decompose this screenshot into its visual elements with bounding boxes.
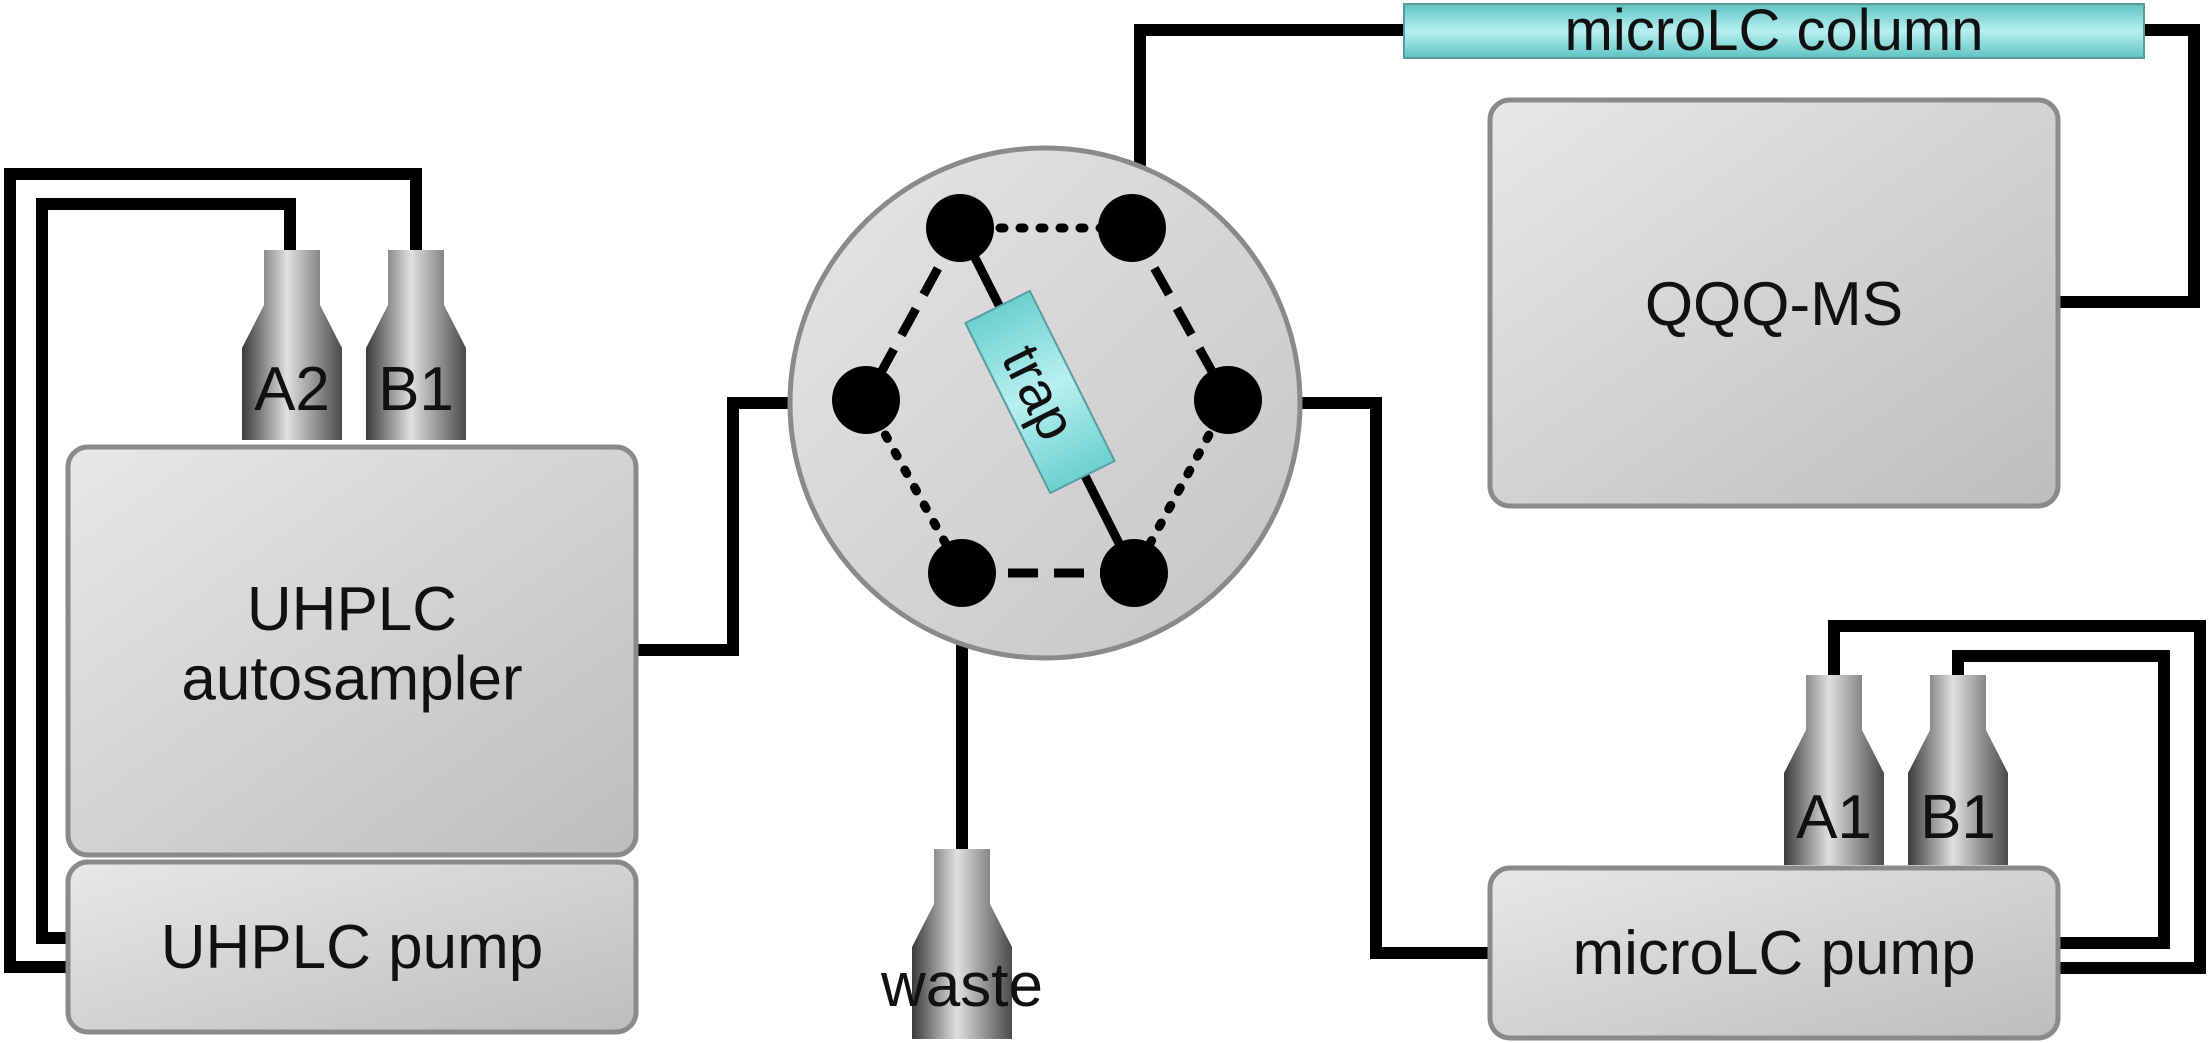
valve-port-3 xyxy=(1194,366,1262,434)
microlc-column-label: microLC column xyxy=(1565,0,1984,63)
bottle-waste: waste xyxy=(880,849,1043,1039)
trap-column: trap xyxy=(964,289,1116,495)
microlc-column: microLC column xyxy=(1403,0,2145,63)
qqq-ms: QQQ-MS xyxy=(1487,97,2061,509)
valve-port-5 xyxy=(928,539,996,607)
bottle-a1-label: A1 xyxy=(1796,783,1872,852)
bottle-waste-label: waste xyxy=(880,951,1043,1020)
bottle-a2-label: A2 xyxy=(254,355,330,424)
tube-b1-to-uhplc-pump-outer xyxy=(4,168,422,973)
tube-valve-to-column xyxy=(1134,24,1406,224)
microlc-pump: microLC pump xyxy=(1487,865,2061,1041)
bottle-b1-right-label: B1 xyxy=(1920,783,1996,852)
bottle-a2: A2 xyxy=(242,250,342,440)
tube-column-to-qqq xyxy=(2058,24,2200,308)
tube-b1-to-microlc-pump-inner xyxy=(1952,650,2170,949)
valve-ports xyxy=(832,194,1262,607)
tube-a1-to-microlc-pump-outer xyxy=(1828,620,2206,974)
tube-a2-to-uhplc-pump-inner xyxy=(36,198,296,944)
valve-port-4 xyxy=(1100,539,1168,607)
six-port-valve: trap xyxy=(787,145,1303,661)
valve-port-1 xyxy=(926,194,994,262)
uhplc-pump: UHPLC pump xyxy=(65,859,639,1035)
valve-port-2 xyxy=(1098,194,1166,262)
qqq-ms-label: QQQ-MS xyxy=(1645,270,1903,339)
bottle-b1-right: B1 xyxy=(1908,675,2008,865)
microlc-pump-label: microLC pump xyxy=(1572,919,1975,988)
bottle-b1-left: B1 xyxy=(366,250,466,440)
bottle-a1: A1 xyxy=(1784,675,1884,865)
uhplc-pump-label: UHPLC pump xyxy=(161,913,543,982)
valve-port-6 xyxy=(832,366,900,434)
bottle-b1-left-label: B1 xyxy=(378,355,454,424)
